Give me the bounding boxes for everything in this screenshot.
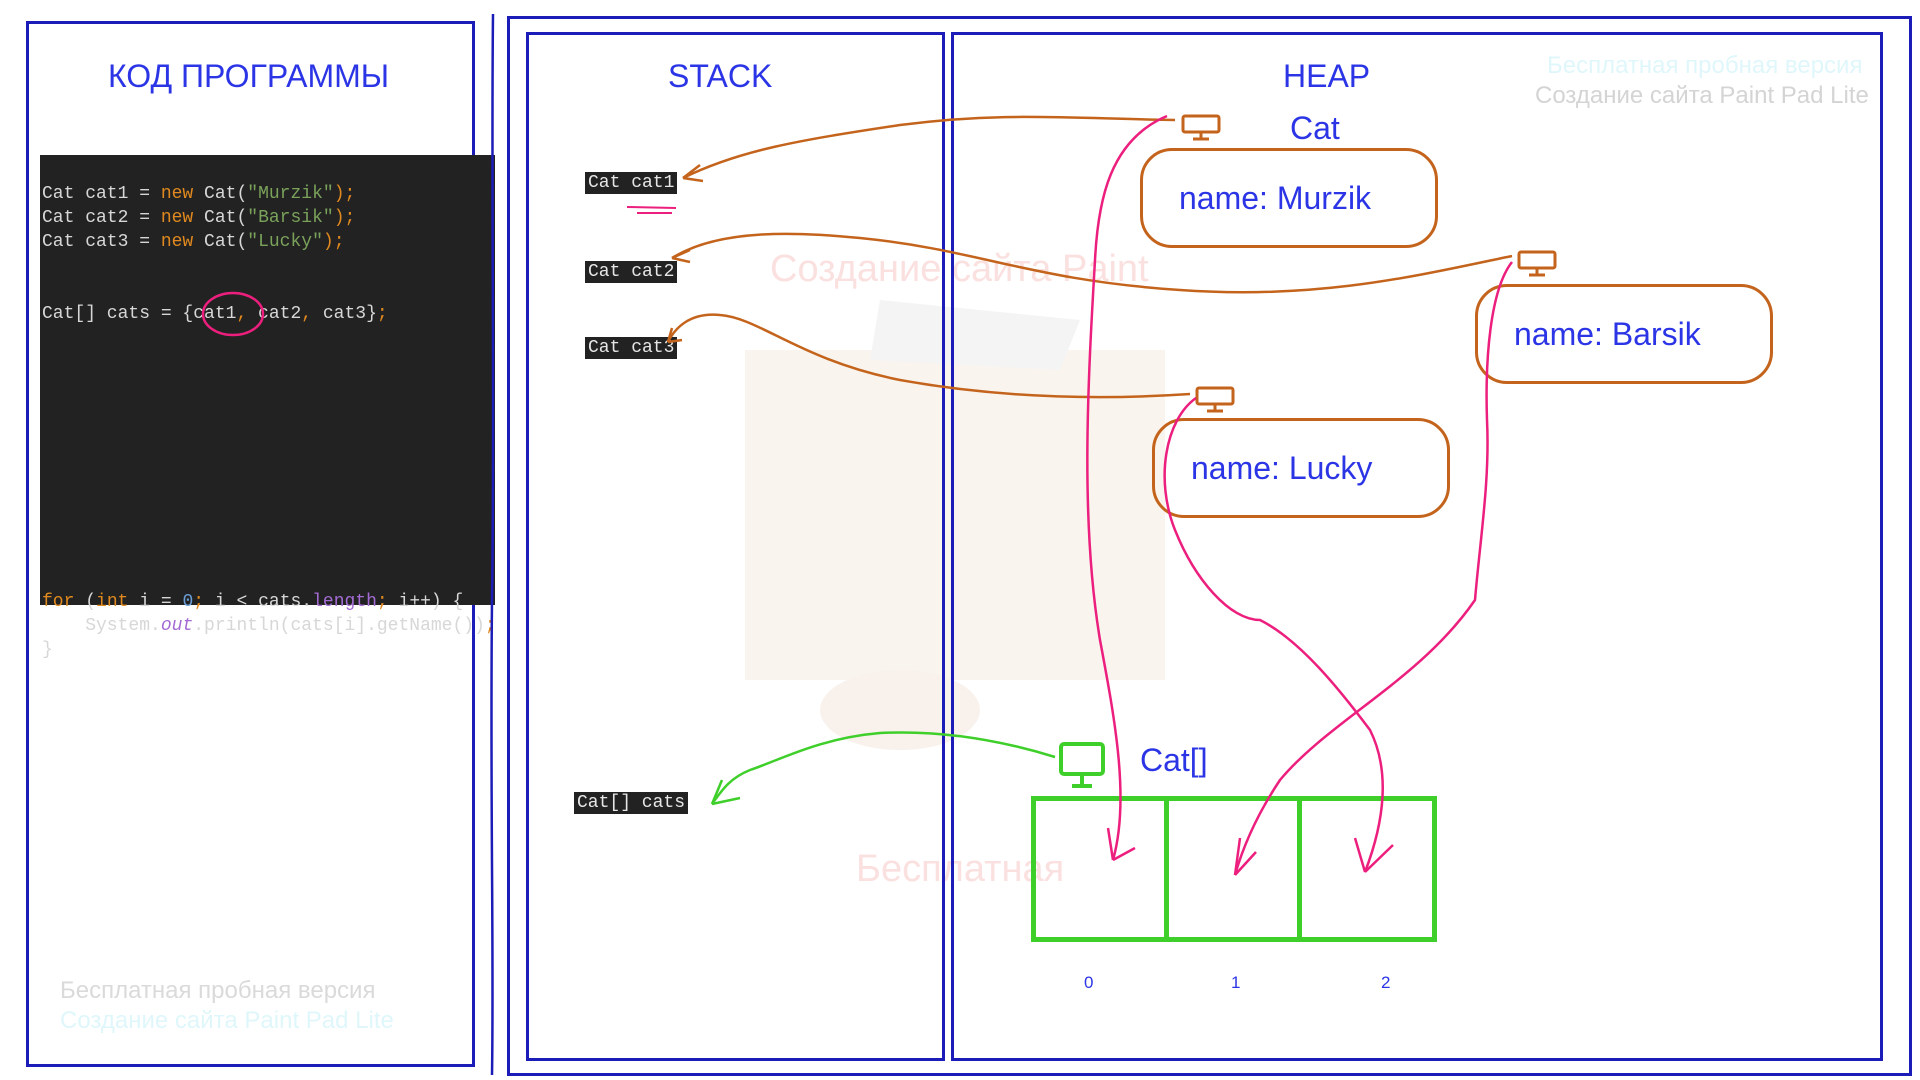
ref-icon-barsik	[1517, 250, 1557, 277]
code-token: }	[42, 640, 53, 660]
code-token: ;	[376, 592, 399, 612]
stack-title: STACK	[668, 58, 773, 94]
code-token: Cat cat2 =	[42, 208, 161, 228]
code-token: cat2	[258, 304, 302, 324]
code-token: Cat(	[204, 208, 248, 228]
code-token: new	[160, 184, 205, 204]
watermark-trial-bottom: Бесплатная пробная версия	[60, 977, 376, 1004]
code-token: ;	[484, 616, 496, 636]
pointer-cat1	[682, 115, 1176, 180]
ref-icon-lucky	[1195, 386, 1235, 413]
array-cell-2	[1297, 796, 1437, 942]
code-token: .println(cats[i].getName())	[193, 616, 485, 636]
watermark-free-middle: Бесплатная	[856, 848, 1065, 890]
code-token: Cat cat3 =	[42, 232, 161, 252]
code-line: Cat[] cats = {cat1, cat2, cat3};	[42, 302, 495, 326]
code-token: Cat(	[204, 232, 248, 252]
watermark-site-bottom: Создание сайта Paint Pad Lite	[60, 1007, 394, 1034]
panel-separator-line	[490, 13, 495, 1076]
code-token: new	[160, 208, 205, 228]
code-line: Cat cat3 = new Cat("Lucky");	[42, 230, 495, 254]
code-token: );	[322, 232, 345, 252]
pointer-array1-barsik	[1233, 261, 1513, 876]
ref-icon-murzik	[1181, 114, 1221, 141]
watermark-site-top: Создание сайта Paint Pad Lite	[1535, 82, 1869, 109]
code-token: for	[42, 592, 86, 612]
watermark-trial-top: Бесплатная пробная версия	[1547, 52, 1863, 79]
code-token: Cat[] cats = {cat1	[42, 304, 237, 324]
heap-title: HEAP	[1283, 58, 1371, 94]
code-token: (	[85, 592, 97, 612]
code-line: Cat cat2 = new Cat("Barsik");	[42, 206, 495, 230]
code-token: "Lucky"	[247, 232, 323, 252]
heap-panel	[951, 32, 1883, 1061]
pointer-array2-lucky	[1163, 396, 1384, 873]
code-token: 0	[182, 592, 194, 612]
stack-var-cat2: Cat cat2	[585, 261, 678, 283]
code-token: "Barsik"	[247, 208, 334, 228]
heap-class-label: Cat	[1290, 110, 1340, 146]
code-line: for (int i = 0; i < cats.length; i++) {	[42, 590, 495, 614]
stack-var-cat3: Cat cat3	[585, 337, 678, 359]
code-token: cat3}	[322, 304, 377, 324]
code-line: Cat cat1 = new Cat("Murzik");	[42, 182, 495, 206]
code-token: new	[160, 232, 205, 252]
heap-object-lucky: name: Lucky	[1152, 418, 1450, 518]
ref-icon-array	[1059, 742, 1105, 788]
code-token: i =	[139, 592, 183, 612]
code-token: Cat(	[204, 184, 248, 204]
heap-object-murzik: name: Murzik	[1140, 148, 1438, 248]
highlight-circle-cat1	[201, 291, 265, 337]
code-token: i < cats.	[214, 592, 313, 612]
pointer-array-cats	[710, 731, 1056, 805]
array-index-1: 1	[1231, 973, 1241, 992]
pointer-cat2	[671, 232, 1513, 294]
array-index-0: 0	[1084, 973, 1094, 992]
stack-var-cats: Cat[] cats	[574, 792, 689, 814]
array-type-label: Cat[]	[1140, 742, 1208, 778]
code-token: ;	[193, 592, 215, 612]
stack-panel	[526, 32, 945, 1061]
code-token: System.	[42, 616, 161, 636]
heap-object-barsik: name: Barsik	[1475, 284, 1773, 384]
outer-diagram-panel	[507, 16, 1912, 1076]
code-panel-title: КОД ПРОГРАММЫ	[108, 58, 390, 94]
pointer-cat3	[666, 313, 1191, 399]
code-line: System.out.println(cats[i].getName());	[42, 614, 496, 638]
code-token: Cat cat1 =	[42, 184, 161, 204]
pointer-array0-murzik	[1086, 114, 1168, 861]
code-token: int	[96, 592, 140, 612]
code-token: length	[312, 592, 377, 612]
underline-cat1	[626, 206, 677, 214]
code-token: );	[333, 208, 356, 228]
stack-var-cat1: Cat cat1	[585, 172, 678, 194]
code-token: );	[333, 184, 356, 204]
code-token: out	[160, 616, 194, 636]
code-line: }	[42, 638, 495, 662]
code-token: ;	[376, 304, 388, 324]
code-block: Cat cat1 = new Cat("Murzik");Cat cat2 = …	[40, 155, 496, 660]
code-token: "Murzik"	[247, 184, 334, 204]
array-index-2: 2	[1381, 973, 1391, 992]
code-token: i++) {	[398, 592, 464, 612]
code-token: ,	[301, 304, 323, 324]
code-token: ,	[236, 304, 259, 324]
